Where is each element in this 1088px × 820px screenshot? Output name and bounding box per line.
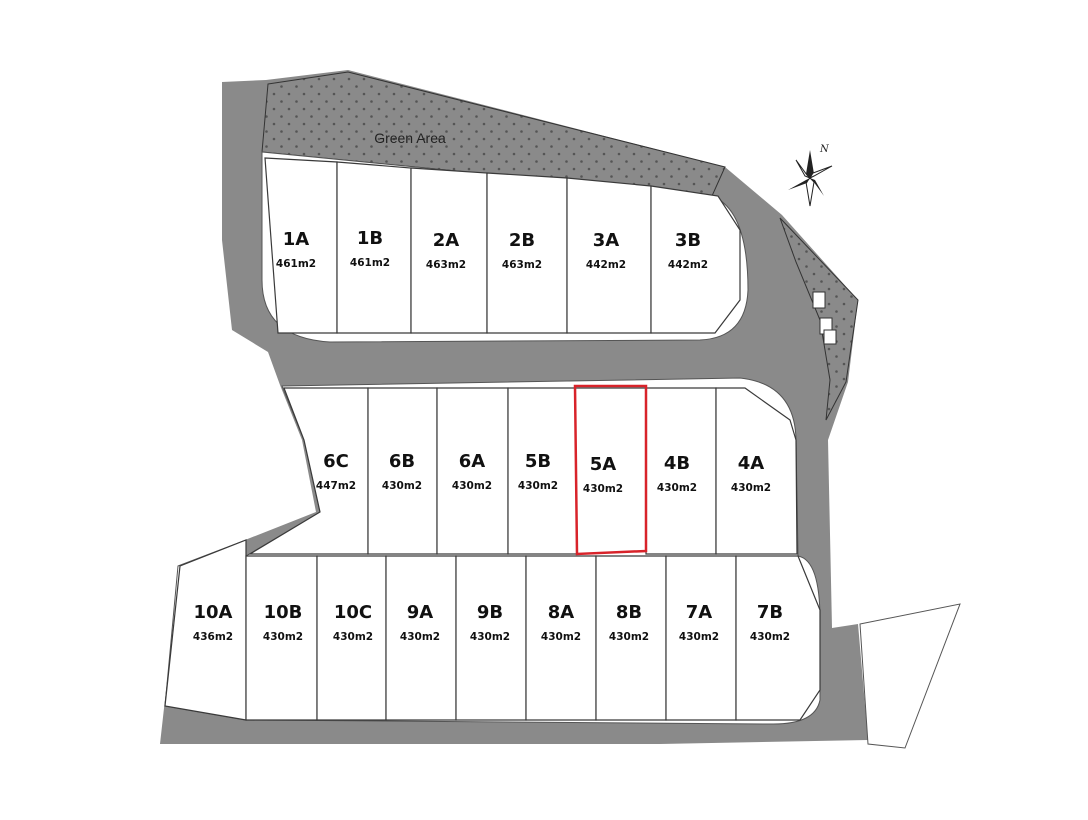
plot-name: 2A (433, 230, 460, 251)
plot-area: 430m2 (263, 631, 303, 643)
plot-shape[interactable] (566, 177, 652, 334)
plot-area: 447m2 (316, 480, 356, 492)
plot-area: 442m2 (586, 259, 626, 271)
plot-area: 430m2 (452, 480, 492, 492)
plot-1b[interactable]: 1B 461m2 (336, 161, 412, 334)
plot-name: 10A (194, 602, 233, 623)
plot-2a[interactable]: 2A 463m2 (410, 167, 488, 334)
plot-10c[interactable]: 10C 430m2 (316, 555, 387, 721)
plot-name: 10B (264, 602, 303, 623)
plot-6b[interactable]: 6B 430m2 (367, 387, 438, 555)
plot-name: 3B (675, 230, 701, 251)
green-area (261, 71, 726, 197)
plot-3b[interactable]: 3B 442m2 (650, 185, 741, 334)
plot-area: 430m2 (333, 631, 373, 643)
plots-layer: 1A 461m2 1B 461m2 2A 463m2 2B 463m2 3A 442m2 3B 442… (164, 157, 821, 721)
plot-area: 463m2 (426, 259, 466, 271)
plot-name: 4A (738, 453, 765, 474)
plot-name: 10C (334, 602, 372, 623)
plot-7a[interactable]: 7A 430m2 (665, 555, 737, 721)
plot-name: 6B (389, 451, 415, 472)
plot-3a[interactable]: 3A 442m2 (566, 177, 652, 334)
plot-name: 4B (664, 453, 690, 474)
plot-9b[interactable]: 9B 430m2 (455, 555, 527, 721)
plot-area: 430m2 (382, 480, 422, 492)
plot-7b[interactable]: 7B 430m2 (735, 555, 821, 721)
plot-area: 430m2 (750, 631, 790, 643)
plot-4a[interactable]: 4A 430m2 (715, 387, 798, 555)
plot-8a[interactable]: 8A 430m2 (525, 555, 597, 721)
parking-spots (812, 291, 837, 345)
plot-name: 1A (283, 229, 310, 250)
plot-8b[interactable]: 8B 430m2 (595, 555, 667, 721)
plot-name: 7A (686, 602, 713, 623)
plot-shape[interactable] (735, 555, 821, 721)
plot-area: 442m2 (668, 259, 708, 271)
north-label: N (819, 144, 830, 155)
plot-name: 9B (477, 602, 503, 623)
plot-area: 430m2 (470, 631, 510, 643)
plot-area: 430m2 (541, 631, 581, 643)
plot-area: 461m2 (350, 257, 390, 269)
plot-name: 5B (525, 451, 551, 472)
plot-5b[interactable]: 5B 430m2 (507, 387, 578, 555)
plot-name: 2B (509, 230, 535, 251)
plot-5a[interactable]: 5A 430m2 (574, 387, 647, 555)
plot-area: 436m2 (193, 631, 233, 643)
plot-name: 8A (548, 602, 575, 623)
green-area-label: Green Area (374, 130, 446, 146)
plot-area: 430m2 (400, 631, 440, 643)
plot-name: 6C (323, 451, 349, 472)
plot-name: 7B (757, 602, 783, 623)
plot-5a-highlight[interactable] (573, 384, 648, 556)
plot-10a[interactable]: 10A 436m2 (164, 539, 247, 721)
plot-name: 8B (616, 602, 642, 623)
plot-shape[interactable] (650, 185, 741, 334)
plot-10b[interactable]: 10B 430m2 (245, 555, 318, 721)
plot-area: 430m2 (583, 483, 623, 495)
plot-name: 6A (459, 451, 486, 472)
plot-shape[interactable] (715, 387, 798, 555)
plot-name: 1B (357, 228, 383, 249)
plot-shape[interactable] (164, 539, 247, 721)
plot-area: 461m2 (276, 258, 316, 270)
plot-4b[interactable]: 4B 430m2 (645, 387, 717, 555)
plot-name: 9A (407, 602, 434, 623)
plot-2b[interactable]: 2B 463m2 (486, 172, 568, 334)
plot-1a[interactable]: 1A 461m2 (264, 157, 338, 334)
plot-shape[interactable] (486, 172, 568, 334)
plot-area: 430m2 (518, 480, 558, 492)
plot-area: 463m2 (502, 259, 542, 271)
plot-name: 5A (590, 454, 617, 475)
north-arrow-icon: N (788, 144, 833, 207)
plot-6a[interactable]: 6A 430m2 (436, 387, 509, 555)
plot-9a[interactable]: 9A 430m2 (385, 555, 457, 721)
plot-area: 430m2 (609, 631, 649, 643)
plot-area: 430m2 (679, 631, 719, 643)
plot-name: 3A (593, 230, 620, 251)
adjacent-land (859, 603, 961, 749)
plot-area: 430m2 (731, 482, 771, 494)
plot-area: 430m2 (657, 482, 697, 494)
green-strip (779, 217, 859, 421)
